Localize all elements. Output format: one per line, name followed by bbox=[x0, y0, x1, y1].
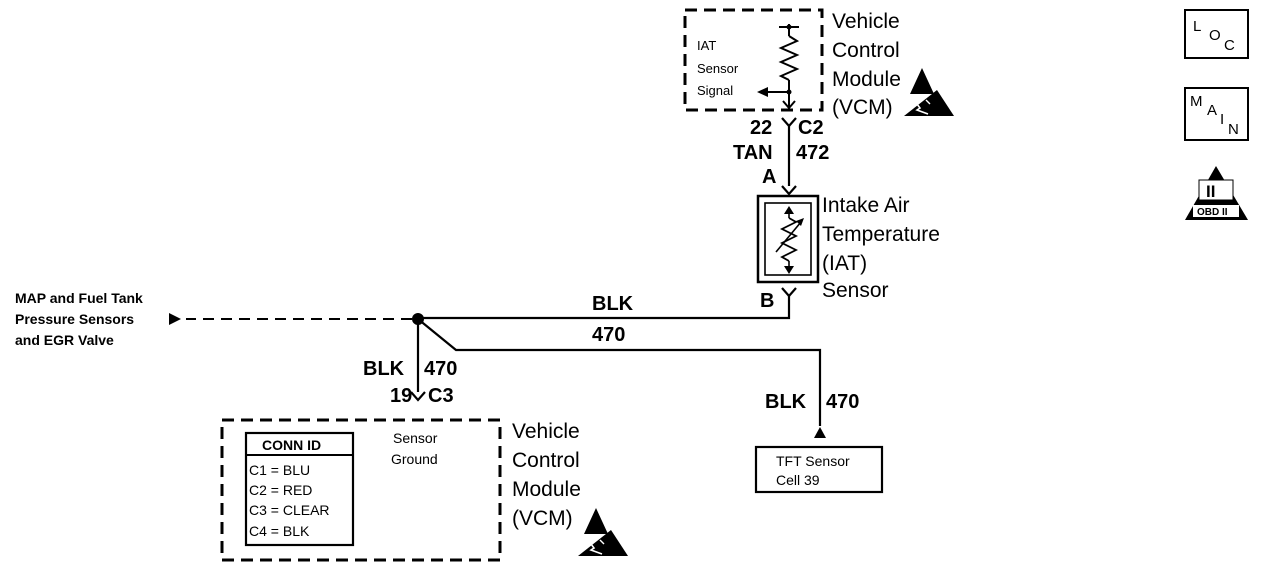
tft-wire-470 bbox=[417, 318, 822, 426]
thermistor-icon bbox=[779, 217, 799, 262]
tft-line-1: TFT Sensor bbox=[776, 453, 850, 469]
main-letter-m: M bbox=[1190, 93, 1203, 110]
loc-letter-c: C bbox=[1224, 37, 1235, 54]
vcm-top-dashed-box bbox=[683, 8, 824, 112]
iat-title-2: Temperature bbox=[822, 223, 940, 246]
sensor-ground-2: Ground bbox=[391, 451, 438, 467]
conn-id-table bbox=[244, 431, 355, 547]
obd-label: OBD II bbox=[1197, 207, 1228, 218]
vcm-top-connector: C2 bbox=[798, 117, 824, 139]
loc-letter-o: O bbox=[1209, 27, 1221, 44]
vcm-bottom-dashed-box bbox=[220, 418, 502, 562]
loc-letter-l: L bbox=[1193, 18, 1201, 35]
iat-title-4: Sensor bbox=[822, 279, 889, 302]
ground-wire-470 bbox=[418, 296, 791, 320]
loc-button[interactable]: L O C bbox=[1184, 9, 1249, 59]
tan-wire-circuit: 472 bbox=[796, 142, 829, 164]
tft-wire-circuit: 470 bbox=[826, 391, 859, 413]
vcm-top-title-3: Module bbox=[832, 68, 901, 91]
map-label-2: Pressure Sensors bbox=[15, 311, 134, 327]
iat-title-3: (IAT) bbox=[822, 252, 867, 275]
main-button[interactable]: M A I N bbox=[1184, 87, 1249, 141]
main-letter-n: N bbox=[1228, 121, 1239, 138]
iat-pin-b: B bbox=[760, 290, 774, 312]
map-label-1: MAP and Fuel Tank bbox=[15, 290, 143, 306]
map-label-3: and EGR Valve bbox=[15, 332, 114, 348]
iat-title-1: Intake Air bbox=[822, 194, 910, 217]
pullup-resistor bbox=[778, 35, 800, 81]
obd-ii-button[interactable]: II OBD II bbox=[1185, 166, 1248, 220]
vcm-bottom-title-4: (VCM) bbox=[512, 507, 573, 530]
ground-wire-circuit: 470 bbox=[592, 324, 625, 346]
iat-pin-a: A bbox=[762, 166, 776, 188]
vcm-bottom-title-1: Vehicle bbox=[512, 420, 580, 443]
esd-warning-icon bbox=[577, 507, 629, 557]
vcm-top-title-4: (VCM) bbox=[832, 96, 893, 119]
vcm-top-title-1: Vehicle bbox=[832, 10, 900, 33]
vcm-top-title-2: Control bbox=[832, 39, 900, 62]
main-letter-a: A bbox=[1207, 102, 1217, 119]
tft-wire-color: BLK bbox=[765, 391, 807, 413]
sensor-ground-1: Sensor bbox=[393, 430, 438, 446]
tft-sensor-box bbox=[754, 445, 884, 494]
vcm-bottom-connector: C3 bbox=[428, 385, 454, 407]
iat-signal-line-2: Sensor bbox=[697, 61, 739, 76]
iat-signal-line-1: IAT bbox=[697, 38, 716, 53]
esd-warning-icon bbox=[903, 67, 955, 117]
iat-sensor-box bbox=[756, 194, 820, 284]
signal-arrow-icon bbox=[757, 87, 768, 97]
main-letter-i: I bbox=[1220, 111, 1224, 128]
vcm-bottom-pin: 19 bbox=[390, 385, 412, 407]
conn-id-c4: C4 = BLK bbox=[249, 523, 310, 539]
iat-signal-line-3: Signal bbox=[697, 83, 733, 98]
vcm-bottom-title-2: Control bbox=[512, 449, 580, 472]
conn-id-title: CONN ID bbox=[262, 437, 321, 453]
conn-id-c1: C1 = BLU bbox=[249, 462, 310, 478]
map-arrow-icon bbox=[169, 313, 181, 325]
obd-numeral: II bbox=[1206, 182, 1215, 201]
conn-id-c2: C2 = RED bbox=[249, 482, 312, 498]
conn-id-c3: C3 = CLEAR bbox=[249, 502, 330, 518]
tft-line-2: Cell 39 bbox=[776, 472, 820, 488]
tan-wire-color: TAN bbox=[733, 142, 773, 164]
vcm-bottom-title-3: Module bbox=[512, 478, 581, 501]
ground-wire-color: BLK bbox=[592, 293, 634, 315]
vcm-bottom-wire-color: BLK bbox=[363, 358, 405, 380]
vcm-bottom-wire-circuit: 470 bbox=[424, 358, 457, 380]
vcm-top-pin: 22 bbox=[750, 117, 772, 139]
